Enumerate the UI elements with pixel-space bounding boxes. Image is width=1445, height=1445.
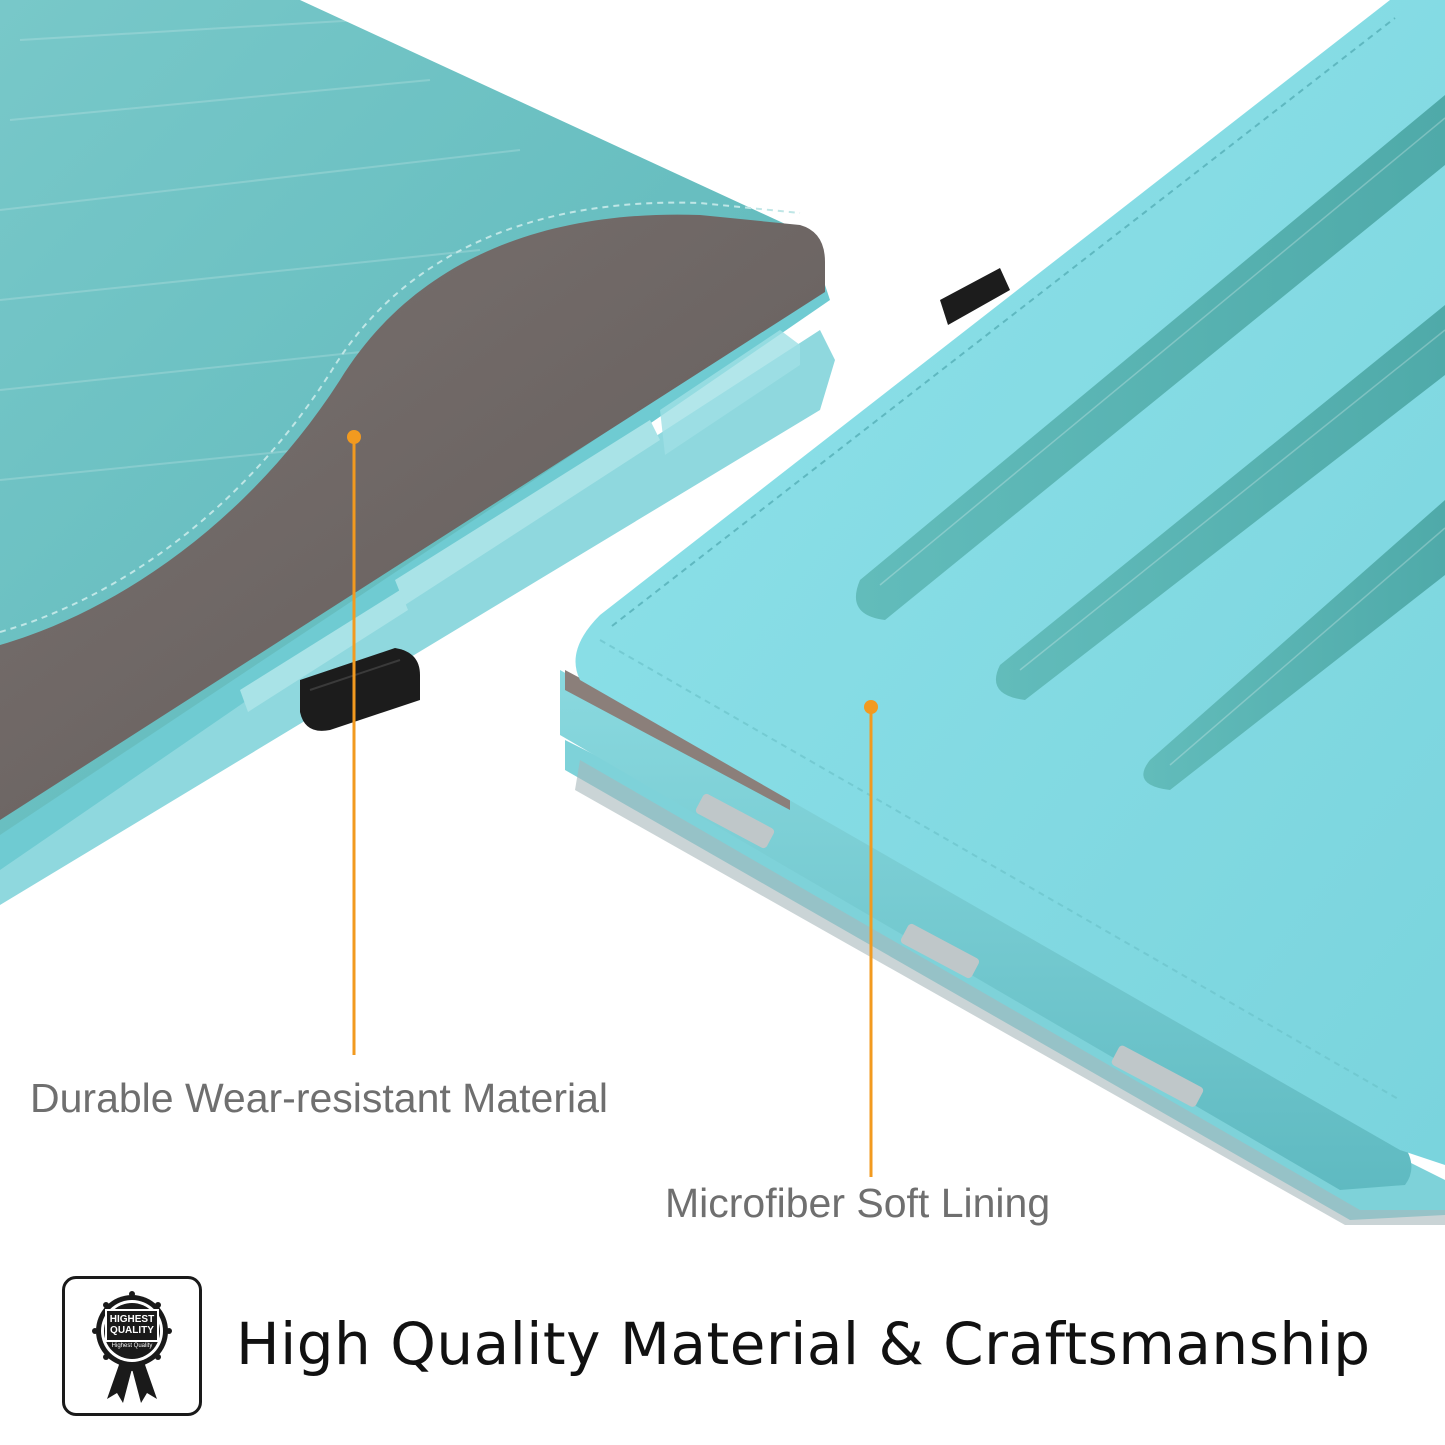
callout-right-marker [864, 700, 878, 1177]
callout-left-marker [347, 430, 361, 1055]
headline: High Quality Material & Craftsmanship [236, 1310, 1371, 1378]
badge-text-highest: HIGHEST [109, 1314, 155, 1325]
quality-badge: HIGHEST QUALITY Highest Quality [62, 1276, 202, 1416]
quality-seal-icon [92, 1291, 172, 1403]
right-case-folded [560, 0, 1445, 1225]
callout-label-durable-material: Durable Wear-resistant Material [30, 1075, 609, 1121]
badge-text-subtitle: Highest Quality [111, 1343, 153, 1349]
left-case-exterior [0, 0, 835, 905]
badge-text-quality: QUALITY [110, 1325, 154, 1336]
callout-label-microfiber-lining: Microfiber Soft Lining [665, 1180, 1051, 1226]
